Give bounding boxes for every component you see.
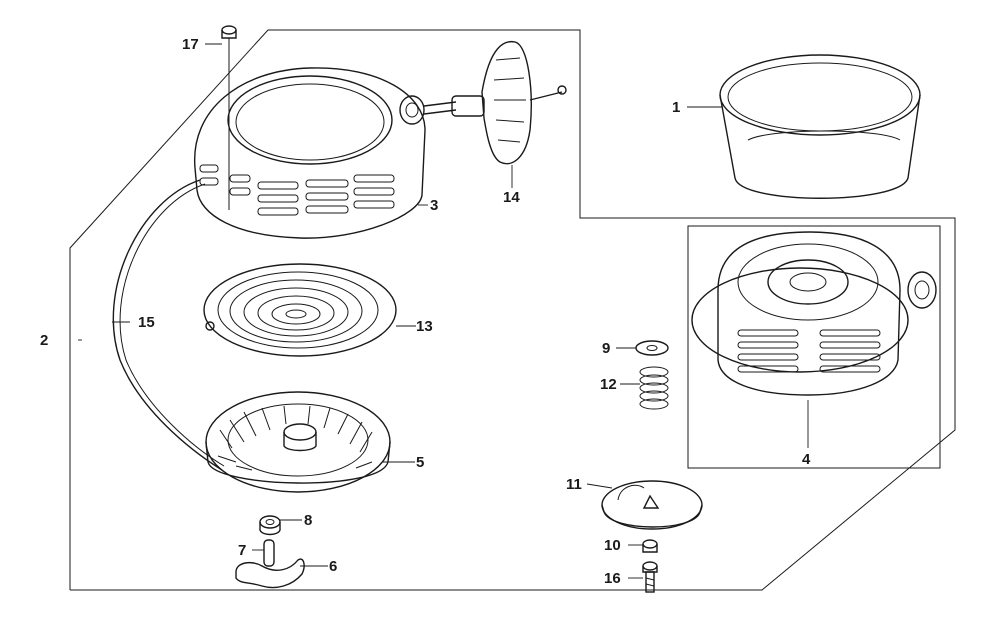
callout-4: 4	[802, 451, 811, 468]
part-1-cover-ring	[719, 54, 921, 199]
part-4-starter-case-assembly	[691, 231, 937, 396]
assembly-boundary	[69, 29, 956, 591]
leader-lines	[78, 43, 809, 579]
callout-14: 14	[503, 189, 520, 206]
callout-2: 2	[40, 332, 48, 349]
part-13-recoil-spring	[203, 263, 397, 357]
callout-labels: 17 1 2 3 4 5 6 7 8 9 10 11 12 13 14 15 1…	[40, 36, 811, 587]
callout-15: 15	[138, 314, 155, 331]
callout-10: 10	[604, 537, 621, 554]
part-5-reel	[205, 391, 391, 493]
part-3-starter-case	[194, 67, 426, 239]
callout-7: 7	[238, 542, 246, 559]
part-15-starter-rope	[112, 179, 223, 471]
part-6-ratchet	[235, 558, 305, 589]
part-14-starter-grip	[423, 40, 567, 165]
callout-13: 13	[416, 318, 433, 335]
callout-3: 3	[430, 197, 438, 214]
callout-11: 11	[566, 476, 582, 493]
part-4-inset-box	[687, 225, 941, 469]
part-11-guide-plate	[601, 480, 703, 530]
part-10-nut	[642, 539, 658, 553]
callout-6: 6	[329, 558, 337, 575]
callout-5: 5	[416, 454, 424, 471]
callout-16: 16	[604, 570, 621, 587]
callout-17: 17	[182, 36, 199, 53]
part-9-friction-plate	[635, 340, 669, 356]
part-16-bolt	[642, 561, 658, 593]
callout-8: 8	[304, 512, 312, 529]
part-8-collar	[259, 515, 281, 536]
callout-12: 12	[600, 376, 617, 393]
callout-1: 1	[672, 99, 680, 116]
part-15-rope-outline	[119, 183, 225, 467]
part-12-return-spring	[639, 366, 669, 410]
part-7-pin	[263, 539, 275, 567]
callout-9: 9	[602, 340, 610, 357]
